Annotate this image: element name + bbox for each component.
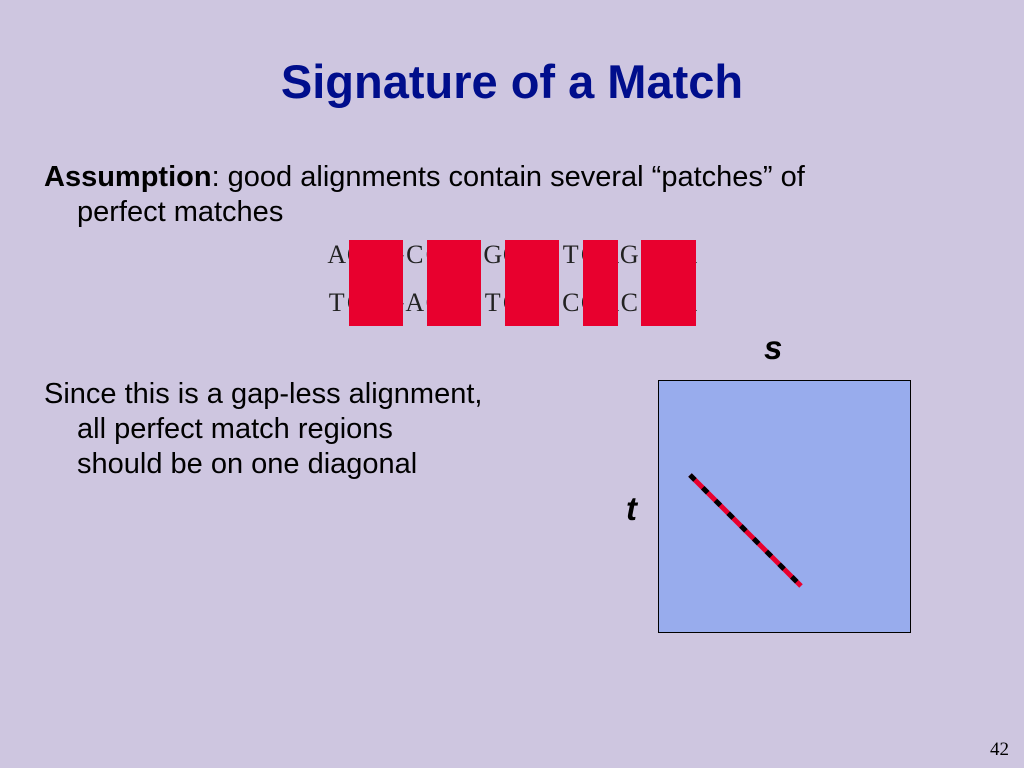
seq-top-char: C: [406, 240, 424, 269]
match-patch: [348, 240, 403, 326]
assumption-paragraph: Assumption: good alignments contain seve…: [44, 160, 984, 230]
match-patch: [641, 240, 696, 326]
match-patch: [582, 240, 618, 326]
assumption-label: Assumption: [44, 161, 212, 193]
axis-label-s: s: [764, 329, 783, 366]
alignment-rows: AGCGCCATGGATTGAGCTA TGCGACATTGATCGACCTA: [327, 240, 698, 326]
gapless-paragraph: Since this is a gap-less alignment, all …: [44, 377, 604, 482]
diagonal-black-dashes: [688, 473, 803, 588]
seq-bottom-char: T: [328, 288, 345, 317]
seq-top-char: G: [619, 240, 639, 269]
dot-matrix-box: [658, 380, 911, 633]
alignment-block: AGCGCCATGGATTGAGCTA TGCGACATTGATCGACCTA: [327, 240, 698, 326]
seq-bottom-char: T: [484, 288, 501, 317]
seq-bottom-char: C: [620, 288, 638, 317]
gapless-line-1: Since this is a gap-less alignment,: [44, 378, 483, 410]
seq-top-char: T: [562, 240, 579, 269]
seq-top-char: A: [327, 240, 347, 269]
axis-label-t: t: [626, 490, 637, 527]
match-patch: [426, 240, 481, 326]
gapless-line-3: should be on one diagonal: [77, 448, 418, 480]
gapless-line-2: all perfect match regions: [77, 413, 393, 445]
seq-top-char: G: [483, 240, 503, 269]
match-patch: [504, 240, 559, 326]
match-diagonal: [688, 473, 803, 588]
assumption-text: : good alignments contain several “patch…: [211, 161, 805, 193]
assumption-continuation: perfect matches: [77, 196, 284, 228]
seq-bottom-char: A: [405, 288, 425, 317]
slide-title: Signature of a Match: [280, 55, 744, 108]
page-number: 42: [990, 739, 1009, 760]
seq-bottom-char: C: [562, 288, 580, 317]
